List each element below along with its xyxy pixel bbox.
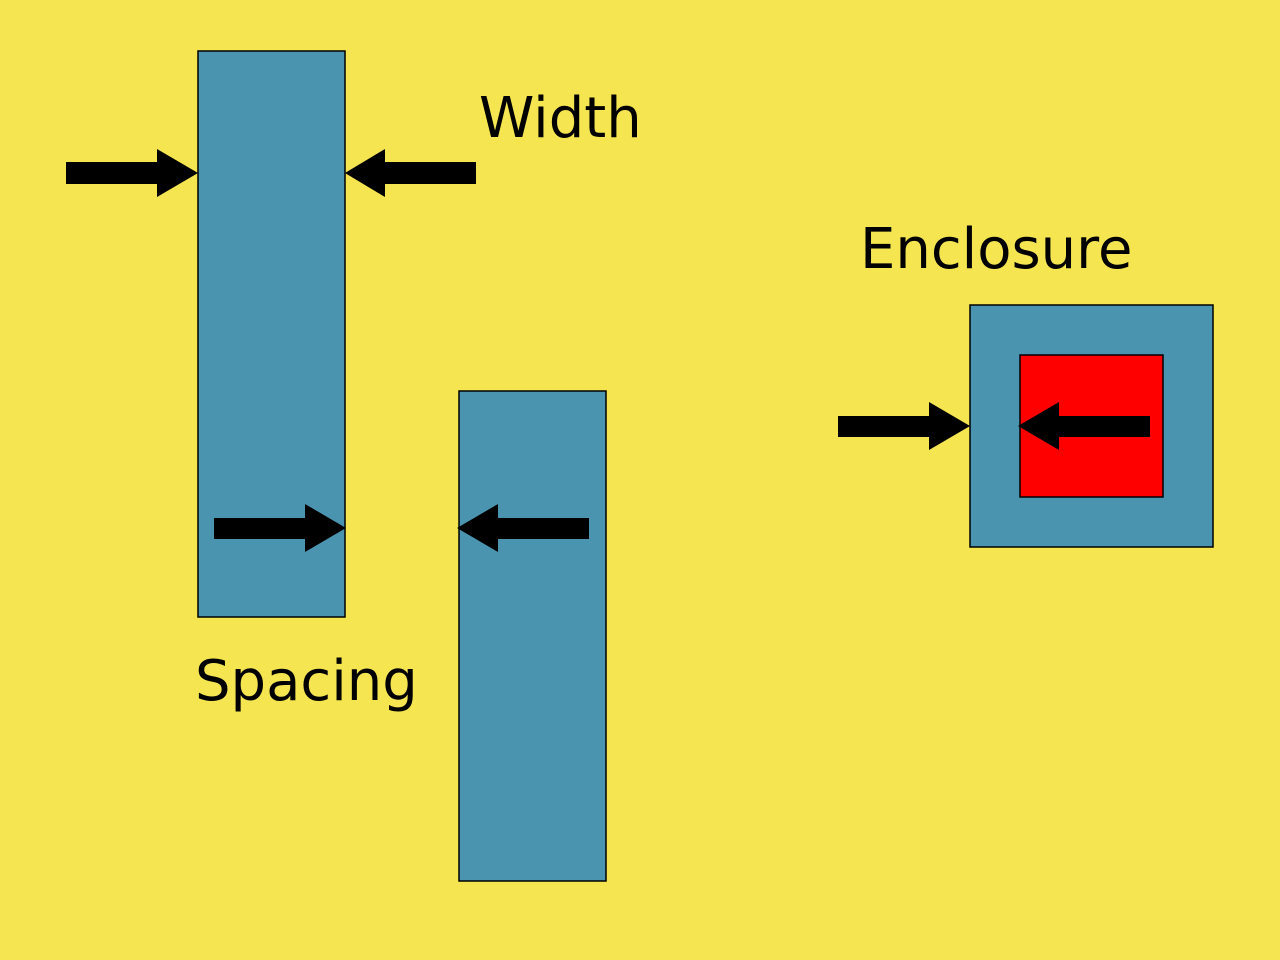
left-arrow-icon <box>1018 402 1150 450</box>
width-label: Width <box>479 86 642 151</box>
tall-shape-right <box>458 390 607 882</box>
enclosure-rule: Enclosure <box>838 217 1214 548</box>
enclosure-label: Enclosure <box>860 217 1132 282</box>
right-arrow-icon <box>214 504 346 552</box>
spacing-label: Spacing <box>195 649 418 714</box>
left-arrow-icon <box>457 504 589 552</box>
right-arrow-icon <box>66 149 198 197</box>
right-arrow-icon <box>838 402 970 450</box>
spacing-rule: Spacing <box>195 390 607 882</box>
left-arrow-icon <box>345 149 476 197</box>
